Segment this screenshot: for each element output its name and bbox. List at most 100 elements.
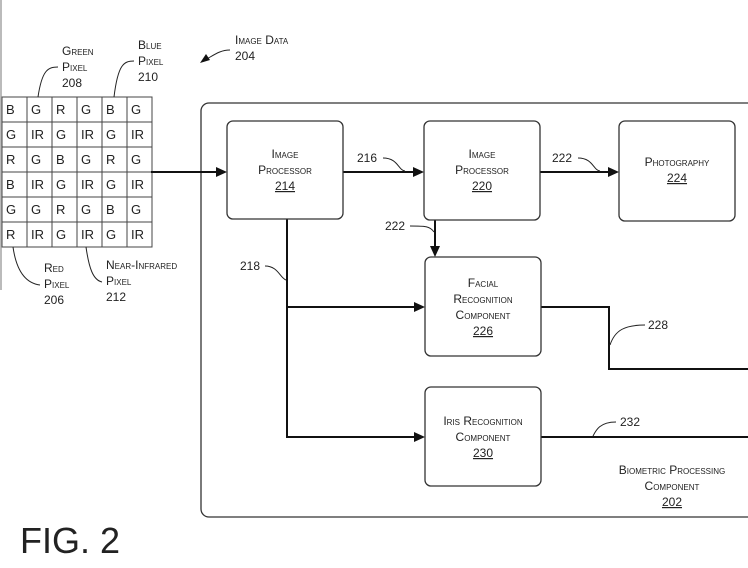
pixel-cell-label: B [106, 202, 115, 217]
pixel-cell [126, 96, 153, 123]
label-222-b: 222 [385, 219, 405, 233]
svg-text:Component: Component [645, 479, 700, 493]
pixel-cell [101, 221, 128, 248]
pixel-cell-label: G [131, 152, 141, 167]
figure-label: FIG. 2 [20, 520, 120, 561]
pixel-cell-label: G [81, 202, 91, 217]
svg-text:Photography: Photography [645, 155, 710, 169]
pixel-cell-label: B [6, 102, 15, 117]
pixel-cell [51, 146, 78, 173]
svg-text:224: 224 [667, 171, 687, 185]
blue-pixel-label: Blue Pixel 210 [113, 38, 164, 98]
svg-text:206: 206 [44, 293, 64, 307]
pixel-cell-label: G [131, 102, 141, 117]
svg-text:212: 212 [106, 290, 126, 304]
svg-text:204: 204 [235, 49, 255, 63]
svg-text:Green: Green [62, 44, 94, 58]
pixel-cell-label: R [56, 202, 65, 217]
svg-text:Processor: Processor [455, 163, 509, 177]
facial-recognition-226: Facial Recognition Component 226 [424, 256, 542, 357]
pixel-cell-label: B [56, 152, 65, 167]
pixel-cell-label: G [6, 202, 16, 217]
label-216: 216 [357, 151, 377, 165]
svg-text:Pixel: Pixel [138, 54, 164, 68]
svg-text:220: 220 [472, 179, 492, 193]
pixel-cell-label: R [56, 102, 65, 117]
svg-text:230: 230 [473, 446, 493, 460]
image-processor-220: Image Processor 220 [423, 120, 541, 221]
svg-text:Blue: Blue [138, 38, 162, 52]
pixel-cell [126, 196, 153, 223]
svg-text:Pixel: Pixel [62, 60, 88, 74]
pixel-cell-label: B [6, 177, 15, 192]
pixel-cell [101, 121, 128, 148]
svg-text:Pixel: Pixel [44, 277, 70, 291]
image-data-label: Image Data 204 [200, 33, 289, 63]
svg-text:Component: Component [456, 308, 511, 322]
svg-text:Biometric Processing: Biometric Processing [619, 463, 725, 477]
pixel-cell-label: IR [131, 127, 144, 142]
svg-text:Iris Recognition: Iris Recognition [443, 414, 523, 428]
pixel-cell-label: G [81, 102, 91, 117]
pixel-cell [26, 221, 53, 248]
svg-text:210: 210 [138, 70, 158, 84]
connectors [151, 157, 748, 442]
pixel-cell-label: B [106, 102, 115, 117]
pixel-cell [126, 121, 153, 148]
pixel-cell [26, 96, 53, 123]
pixel-cell [126, 221, 153, 248]
pixel-cell [76, 196, 103, 223]
pixel-cell-label: IR [31, 227, 44, 242]
pixel-cell [101, 196, 128, 223]
svg-text:Facial: Facial [468, 276, 499, 290]
svg-text:Image: Image [272, 147, 299, 161]
pixel-cell [126, 171, 153, 198]
svg-text:202: 202 [662, 495, 682, 509]
pixel-cell [26, 146, 53, 173]
pixel-cell-label: G [56, 177, 66, 192]
pixel-cell-label: IR [81, 177, 94, 192]
svg-text:214: 214 [275, 179, 295, 193]
pixel-cell-label: R [106, 152, 115, 167]
pixel-cell [76, 121, 103, 148]
svg-text:Pixel: Pixel [106, 274, 132, 288]
image-processor-214: Image Processor 214 [226, 120, 344, 220]
photography-224: Photography 224 [618, 120, 736, 222]
pixel-cell [51, 121, 78, 148]
pixel-cell-label: R [6, 227, 15, 242]
pixel-cell-label: IR [81, 227, 94, 242]
svg-text:208: 208 [62, 76, 82, 90]
svg-text:Image: Image [469, 147, 496, 161]
green-pixel-label: Green Pixel 208 [37, 44, 94, 98]
red-pixel-label: Red Pixel 206 [12, 246, 70, 307]
pixel-cell-label: IR [131, 177, 144, 192]
svg-text:Image Data: Image Data [235, 33, 289, 47]
label-222-a: 222 [552, 151, 572, 165]
pixel-cell-label: R [6, 152, 15, 167]
biometric-processing-label: Biometric Processing Component 202 [619, 463, 725, 509]
pixel-cell-label: IR [31, 127, 44, 142]
pixel-cell-label: G [56, 127, 66, 142]
pixel-cell-label: G [106, 127, 116, 142]
pixel-cell-label: IR [131, 227, 144, 242]
pixel-cell-label: G [6, 127, 16, 142]
pixel-cell-label: G [106, 177, 116, 192]
label-232: 232 [620, 415, 640, 429]
pixel-cell-label: IR [81, 127, 94, 142]
pixel-cell-label: G [31, 202, 41, 217]
svg-text:226: 226 [473, 324, 493, 338]
pixel-cell-label: G [106, 227, 116, 242]
pixel-cell-label: G [56, 227, 66, 242]
svg-text:Near-Infrared: Near-Infrared [106, 258, 177, 272]
pixel-cell-label: IR [31, 177, 44, 192]
pixel-cell [76, 221, 103, 248]
iris-recognition-230: Iris Recognition Component 230 [424, 386, 542, 487]
label-218: 218 [240, 259, 260, 273]
pixel-cell-label: G [31, 152, 41, 167]
pixel-cell [126, 146, 153, 173]
pixel-cell-label: G [131, 202, 141, 217]
pixel-cell-label: G [81, 152, 91, 167]
svg-text:Recognition: Recognition [453, 292, 513, 306]
svg-text:Component: Component [456, 430, 511, 444]
